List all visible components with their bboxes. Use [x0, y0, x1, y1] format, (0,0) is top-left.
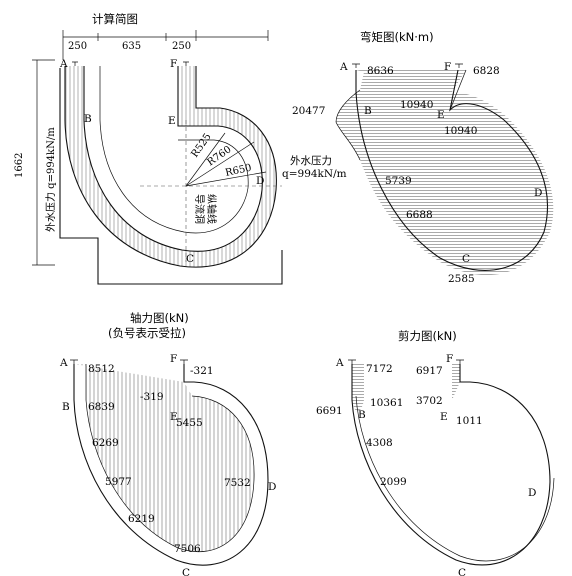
moment-point-d: D [534, 187, 542, 199]
calc-panel: 计算简图 250 635 250 1662 外水压力 q=994kN/m [14, 12, 347, 285]
moment-value-5739: 5739 [385, 175, 412, 187]
shear-value-7172: 7172 [366, 363, 393, 375]
shear-structure-axis [351, 364, 551, 566]
support-a-icon [72, 61, 78, 66]
moment-title: 弯矩图(kN·m) [360, 30, 434, 44]
shear-value-6917: 6917 [416, 365, 443, 377]
shear-point-a: A [335, 357, 344, 369]
lining-hatch [65, 66, 277, 268]
calc-point-e: E [168, 115, 176, 127]
moment-panel: 弯矩图(kN·m) A B C D E F 8636 20477 5739 66… [292, 30, 554, 285]
axial-point-c: C [182, 567, 190, 576]
dim-250-left: 250 [68, 41, 87, 52]
axial-support-f-icon [180, 359, 188, 364]
moment-point-a: A [339, 61, 348, 73]
shear-title: 剪力图(kN) [398, 329, 457, 343]
moment-value-20477: 20477 [292, 105, 325, 117]
calc-point-a: A [59, 58, 68, 70]
dim-250-right: 250 [172, 41, 191, 52]
moment-value-6828: 6828 [473, 65, 500, 77]
axial-diagram-fill [74, 364, 255, 552]
shear-point-b: B [358, 409, 366, 421]
axial-value-6839: 6839 [88, 401, 115, 413]
calc-point-d: D [256, 175, 264, 187]
dim-1662: 1662 [14, 153, 25, 178]
shear-diagram-edge [355, 395, 555, 562]
shear-support-a-icon [348, 359, 356, 364]
axial-title: 轴力图(kN) [130, 311, 189, 325]
moment-point-b: B [364, 105, 372, 117]
axial-diagram-edge [85, 364, 255, 553]
axial-structure-axis [73, 364, 269, 566]
calc-dimensions: 250 635 250 1662 [14, 30, 269, 266]
axial-point-b: B [62, 401, 70, 413]
axial-value-5977: 5977 [105, 476, 132, 488]
moment-value-10940-bottom: 10940 [444, 125, 477, 137]
moment-value-10940-top: 10940 [400, 99, 433, 111]
excavation-boundary [59, 68, 283, 285]
axial-panel: 轴力图(kN) (负号表示受拉) A B C D E F 8512 6839 6… [59, 311, 276, 576]
shear-diagram-fill-top [352, 364, 364, 412]
axial-value-neg321: -321 [190, 365, 214, 377]
moment-point-f: F [444, 61, 451, 73]
moment-support-a-icon [352, 63, 360, 68]
radius-r760: R760 [205, 144, 233, 168]
moment-point-e: E [437, 109, 445, 121]
calc-point-b: B [84, 113, 92, 125]
axial-value-7506: 7506 [174, 543, 201, 555]
dim-635: 635 [122, 41, 141, 52]
axial-value-neg319: -319 [140, 391, 164, 403]
left-pressure-label: 外水压力 q=994kN/m [44, 127, 57, 232]
moment-value-2585: 2585 [448, 273, 475, 285]
shear-point-e: E [440, 411, 448, 423]
axial-value-8512: 8512 [88, 363, 115, 375]
moment-value-8636: 8636 [367, 65, 394, 77]
shear-value-1011: 1011 [456, 415, 483, 427]
axial-value-7532: 7532 [224, 477, 251, 489]
shear-value-10361: 10361 [370, 397, 403, 409]
axial-subtitle: (负号表示受拉) [108, 326, 186, 340]
moment-diagram-fill [336, 70, 554, 276]
shear-value-2099: 2099 [380, 476, 407, 488]
shear-point-f: F [446, 353, 453, 365]
axial-value-5455: 5455 [176, 417, 203, 429]
axial-point-e: E [170, 411, 178, 423]
cavity-edge [99, 66, 249, 234]
axial-support-a-icon [70, 359, 78, 364]
shear-diagram-fill-right [452, 364, 460, 400]
moment-value-6688: 6688 [406, 209, 433, 221]
axis-text-1: 导流洞 [193, 194, 206, 224]
right-pressure-label-2: q=994kN/m [282, 168, 347, 180]
shear-support-f-icon [456, 359, 464, 364]
calc-point-f: F [170, 58, 177, 70]
shear-value-3702: 3702 [416, 395, 443, 407]
axial-point-d: D [268, 481, 276, 493]
radius-r650: R650 [224, 163, 252, 179]
moment-point-c: C [462, 253, 470, 265]
moment-bulge-left [335, 89, 361, 161]
axial-point-f: F [170, 353, 177, 365]
calc-point-c: C [186, 253, 194, 265]
shear-value-4308: 4308 [366, 437, 393, 449]
shear-point-c: C [458, 567, 466, 576]
axial-value-6219: 6219 [128, 513, 155, 525]
calc-title: 计算简图 [92, 12, 138, 26]
moment-bulge-right [449, 69, 467, 111]
shear-panel: 剪力图(kN) A B C D E F 7172 6691 10361 4308… [316, 329, 555, 576]
lining-inner-edge [83, 66, 263, 252]
shear-value-6691: 6691 [316, 405, 343, 417]
support-f-icon [183, 61, 189, 66]
axial-point-a: A [59, 357, 68, 369]
right-pressure-label-1: 外水压力 [290, 154, 332, 167]
axis-text-2: 纵轴线 [205, 194, 218, 224]
axial-value-6269: 6269 [92, 437, 119, 449]
shear-point-d: D [528, 487, 536, 499]
moment-support-f-icon [455, 63, 463, 68]
